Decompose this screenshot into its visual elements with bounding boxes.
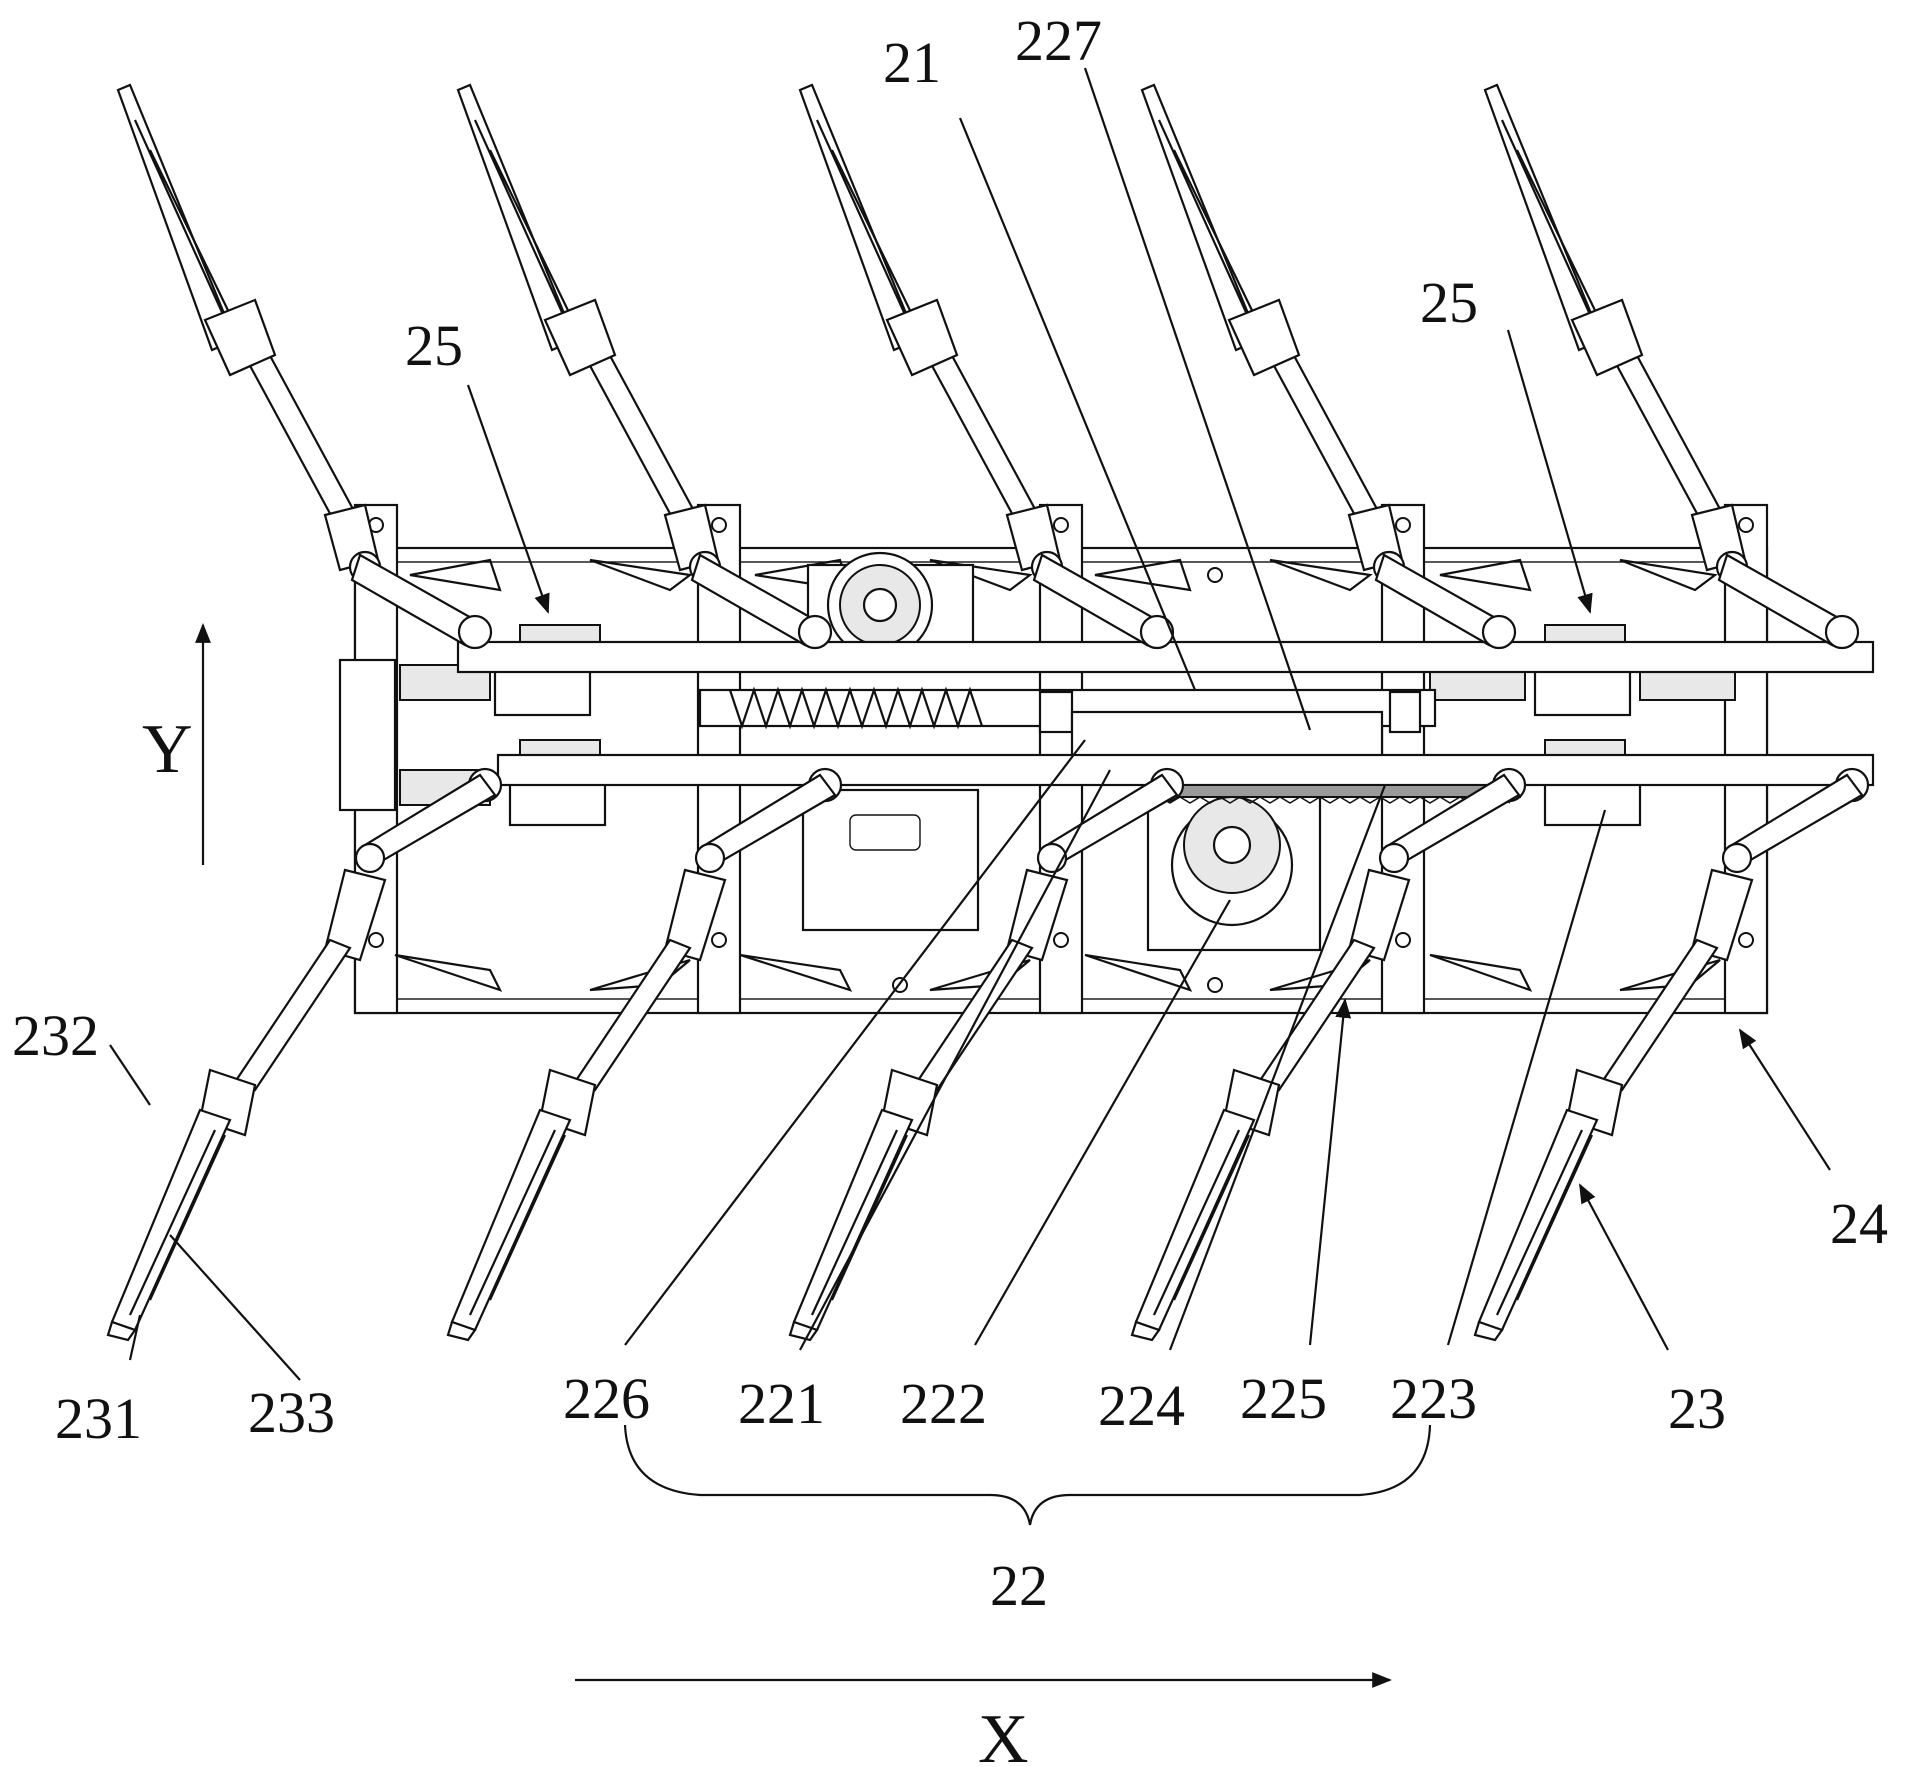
label-231: 231 [55, 1386, 142, 1451]
upper-gripper-3 [798, 83, 1175, 650]
label-221: 221 [738, 1371, 825, 1436]
label-227: 227 [1015, 8, 1102, 73]
label-233: 233 [248, 1380, 335, 1445]
upper-gripper-4 [1140, 83, 1517, 650]
lower-gripper-2 [446, 767, 843, 1342]
upper-gripper-2 [456, 83, 833, 650]
label-224: 224 [1098, 1373, 1185, 1438]
label-21: 21 [883, 30, 941, 95]
label-232: 232 [12, 1003, 99, 1068]
upper-motor [806, 551, 975, 659]
lower-gripper-5 [1473, 767, 1870, 1342]
label-22: 22 [990, 1553, 1048, 1618]
upper-grippers [116, 83, 1860, 650]
label-225: 225 [1240, 1366, 1327, 1431]
lower-gripper-3 [788, 767, 1185, 1342]
lower-motor [801, 768, 1322, 952]
lower-grippers [106, 767, 1870, 1342]
label-223: 223 [1390, 1366, 1477, 1431]
label-23: 23 [1668, 1376, 1726, 1441]
y-axis-label: Y [142, 711, 193, 788]
label-25-right: 25 [1420, 270, 1478, 335]
upper-gripper-5 [1483, 83, 1860, 650]
leader-lines [109, 67, 1831, 1381]
group-brace [623, 1424, 1432, 1526]
screw-springs [698, 686, 1437, 758]
upper-crossbar [456, 640, 1875, 674]
label-226: 226 [563, 1366, 650, 1431]
upper-gripper-1 [116, 83, 493, 650]
lower-gripper-1 [106, 767, 503, 1342]
label-25-left: 25 [405, 313, 463, 378]
label-24: 24 [1830, 1191, 1888, 1256]
x-axis-label: X [978, 1701, 1029, 1767]
label-222: 222 [900, 1371, 987, 1436]
